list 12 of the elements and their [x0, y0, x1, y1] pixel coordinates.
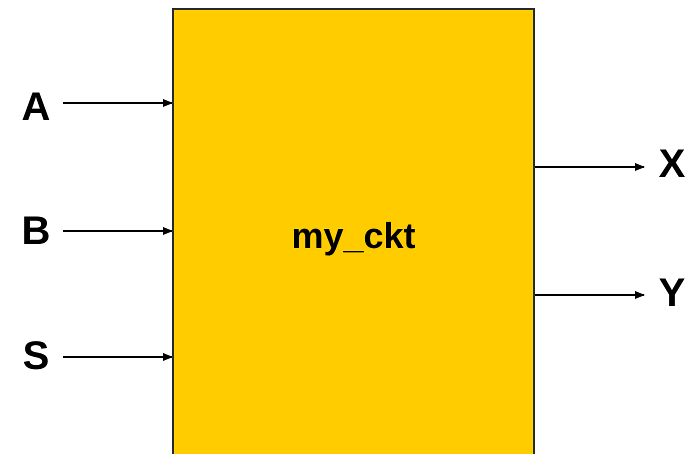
arrow — [63, 353, 173, 361]
signal-name: B — [22, 208, 50, 254]
signal-name: Y — [658, 270, 686, 316]
signal-name: X — [658, 142, 686, 186]
arrow — [63, 99, 173, 107]
arrow — [63, 227, 173, 235]
arrow — [535, 163, 645, 171]
block-name: my_ckt — [291, 215, 416, 257]
arrow — [535, 291, 645, 299]
signal-name: S — [22, 334, 50, 378]
circuit-block — [172, 8, 535, 454]
signal-name: A — [22, 84, 50, 130]
